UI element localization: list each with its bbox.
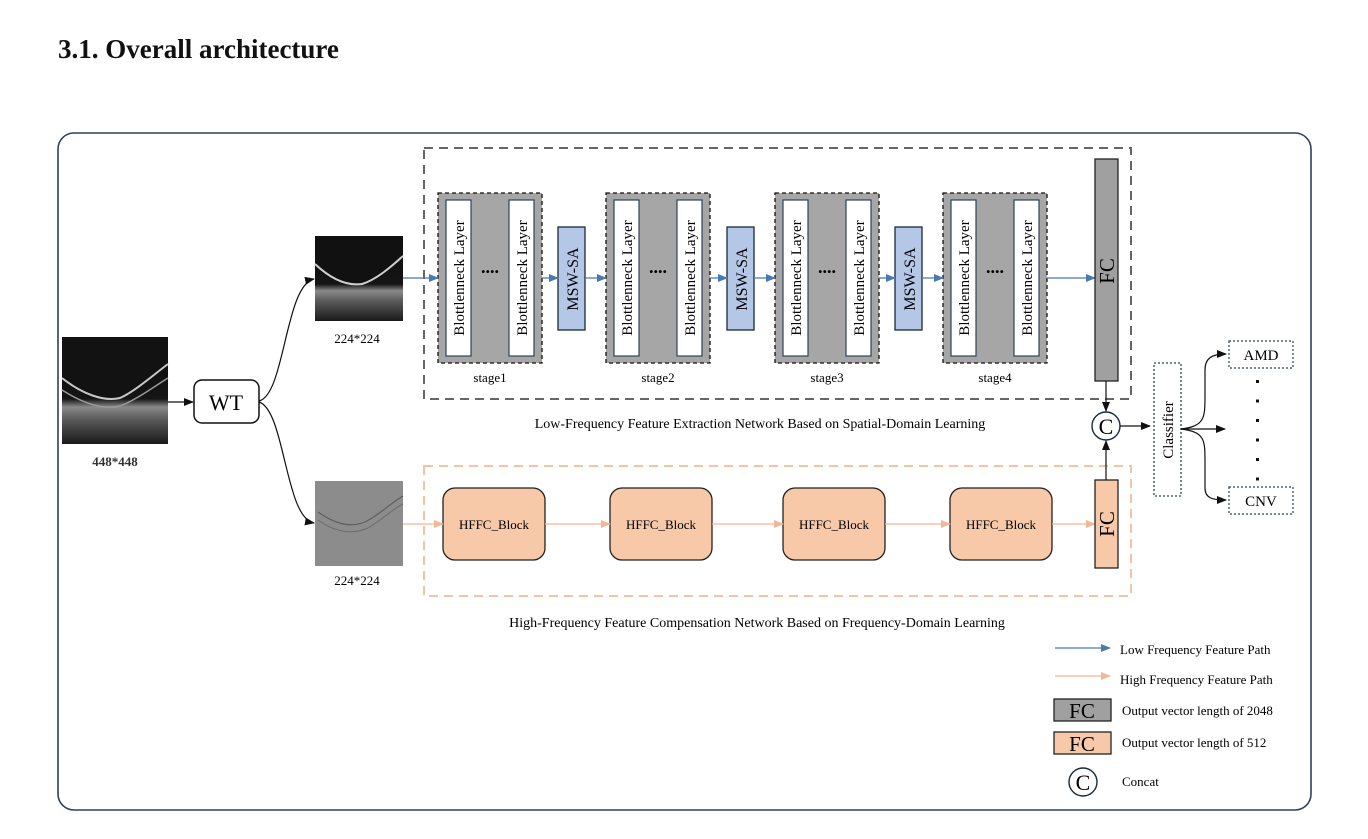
hffc-block-2: HFFC_Block	[609, 487, 713, 561]
stage-label: stage2	[641, 370, 674, 385]
legend: Low Frequency Feature Path High Frequenc…	[1053, 642, 1273, 797]
stage-label: stage3	[810, 370, 843, 385]
stage-ellipsis: ....	[986, 257, 1004, 277]
hffc-block-1: HFFC_Block	[442, 487, 546, 561]
stage-ellipsis: ....	[481, 257, 499, 277]
wt-box	[193, 379, 260, 424]
low-frequency-network-container	[423, 147, 1132, 400]
wt-label: WT	[209, 390, 244, 415]
hffc-block-4: HFFC_Block	[949, 487, 1053, 561]
legend-fc-gray-symbol: FC	[1069, 699, 1095, 723]
wt-to-low-arrow	[258, 276, 315, 402]
bottleneck-layer-label: Blottlenneck Layer	[620, 220, 636, 335]
msw-sa-label: MSW-SA	[565, 247, 582, 311]
low-frequency-image	[314, 236, 404, 321]
classifier-box	[1153, 362, 1182, 497]
bottleneck-layer-label: Blottlenneck Layer	[683, 220, 699, 335]
classifier-label: Classifier	[1161, 401, 1177, 459]
bottleneck-layer-label: Blottlenneck Layer	[852, 220, 868, 335]
msw-sa-label: MSW-SA	[734, 247, 751, 311]
msw-sa-label: MSW-SA	[902, 247, 919, 311]
classifier-to-amd-arrow	[1180, 350, 1227, 430]
stage-label: stage1	[473, 370, 506, 385]
hffc-block-3: HFFC_Block	[782, 487, 886, 561]
legend-fc-gray-swatch	[1053, 698, 1112, 722]
low-fc-label: FC	[1095, 258, 1119, 284]
legend-concat-symbol: C	[1076, 770, 1091, 795]
bottleneck-layer-box	[445, 199, 472, 357]
bottleneck-layer-label: Blottlenneck Layer	[452, 220, 468, 335]
bottleneck-layer-box	[508, 199, 535, 357]
legend-fc-peach-symbol: FC	[1069, 732, 1095, 756]
msw-sa-block: MSW-SA	[557, 226, 586, 331]
output-ellipsis-dot	[1256, 399, 1259, 403]
input-oct-image	[61, 337, 169, 444]
bottleneck-layer-box	[613, 199, 640, 357]
high-image-size-label: 224*224	[334, 573, 380, 588]
legend-fc-peach-label: Output vector length of 512	[1122, 735, 1266, 750]
hffc-block-label: HFFC_Block	[459, 517, 530, 532]
legend-concat-icon	[1068, 767, 1098, 797]
bottleneck-layer-box	[950, 199, 977, 357]
stage-4: Blottlenneck Layer Blottlenneck Layer....…	[942, 192, 1048, 385]
classifier-to-cnv-arrow	[1180, 428, 1227, 504]
hffc-block-label: HFFC_Block	[799, 517, 870, 532]
high-frequency-image	[315, 481, 404, 566]
output-ellipsis-dot	[1256, 477, 1259, 481]
wt-to-high-arrow	[258, 401, 315, 526]
msw-sa-block: MSW-SA	[726, 226, 755, 331]
output-ellipsis-dot	[1256, 380, 1259, 383]
legend-high-path-label: High Frequency Feature Path	[1120, 672, 1273, 687]
high-frequency-network-container	[423, 465, 1132, 597]
input-size-label: 448*448	[92, 454, 138, 469]
bottleneck-layer-label: Blottlenneck Layer	[789, 220, 805, 335]
legend-concat-label: Concat	[1122, 774, 1159, 789]
bottleneck-layer-box	[1013, 199, 1040, 357]
stage-1: Blottlenneck Layer Blottlenneck Layer....…	[437, 192, 543, 385]
bottleneck-layer-box	[845, 199, 872, 357]
stage-2: Blottlenneck Layer Blottlenneck Layer....…	[605, 192, 711, 385]
legend-fc-peach-swatch	[1053, 731, 1112, 755]
output-cnv-label: CNV	[1245, 494, 1277, 510]
msw-sa-block: MSW-SA	[894, 226, 923, 331]
legend-fc-gray-label: Output vector length of 2048	[1122, 703, 1273, 718]
outer-frame	[57, 132, 1312, 811]
high-frequency-caption: High-Frequency Feature Compensation Netw…	[509, 616, 1005, 631]
high-fc-label: FC	[1095, 511, 1119, 537]
hffc-block-label: HFFC_Block	[966, 517, 1037, 532]
output-ellipsis-dot	[1256, 419, 1259, 422]
output-amd-box	[1228, 340, 1294, 369]
output-cnv-box	[1228, 486, 1294, 515]
low-frequency-caption: Low-Frequency Feature Extraction Network…	[535, 417, 986, 432]
stage-3: Blottlenneck Layer Blottlenneck Layer....…	[774, 192, 880, 385]
low-image-size-label: 224*224	[334, 331, 380, 346]
output-ellipsis-dot	[1256, 438, 1259, 442]
stage-ellipsis: ....	[818, 257, 836, 277]
bottleneck-layer-label: Blottlenneck Layer	[515, 220, 531, 335]
stage-ellipsis: ....	[649, 257, 667, 277]
hffc-block-label: HFFC_Block	[626, 517, 697, 532]
stage-label: stage4	[978, 370, 1012, 385]
output-amd-label: AMD	[1243, 348, 1278, 364]
bottleneck-layer-box	[676, 199, 703, 357]
concat-symbol: C	[1099, 414, 1114, 439]
section-title: 3.1. Overall architecture	[58, 34, 339, 64]
legend-low-path-label: Low Frequency Feature Path	[1120, 642, 1271, 657]
bottleneck-layer-box	[782, 199, 809, 357]
output-ellipsis-dot	[1256, 458, 1259, 461]
bottleneck-layer-label: Blottlenneck Layer	[957, 220, 973, 335]
bottleneck-layer-label: Blottlenneck Layer	[1020, 220, 1036, 335]
